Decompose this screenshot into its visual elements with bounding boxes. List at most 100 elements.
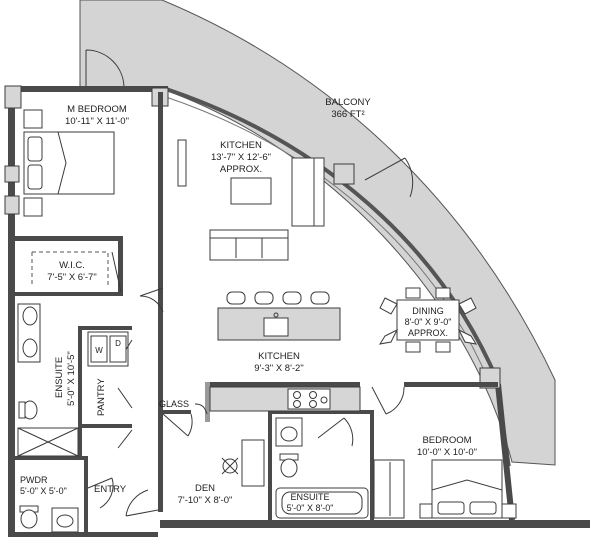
- bottom-exterior-wall: [160, 520, 590, 528]
- curved-window-wall: [162, 86, 500, 383]
- dining-chair-1: [379, 297, 398, 315]
- top-exterior-wall: [8, 86, 168, 92]
- dining-note: APPROX.: [408, 328, 448, 338]
- mbr-south-wall: [15, 236, 121, 241]
- pantry-walls: [82, 326, 132, 330]
- right-exterior-wall: [495, 383, 515, 521]
- dining-chair-7: [405, 341, 421, 353]
- lower-north-wall-2: [404, 382, 498, 387]
- pwdr-top-wall: [15, 456, 88, 460]
- column-3: [333, 163, 355, 185]
- entry-label: ENTRY: [94, 484, 127, 495]
- wic-east-wall: [118, 236, 123, 292]
- entry-door: [125, 489, 159, 517]
- mbr-blanket: [57, 131, 115, 195]
- mbr-pillow-2: [27, 164, 43, 190]
- dining-size: 8'-0" X 9'-0": [405, 317, 452, 327]
- bedroom-door: [371, 386, 405, 415]
- ensuite-top-wall: [15, 292, 123, 296]
- burner-2: [293, 400, 301, 408]
- stool-2: [254, 291, 274, 305]
- wic-shelves: [31, 251, 109, 286]
- bedroom-closet: [373, 459, 405, 519]
- mbr-name: M BEDROOM: [67, 104, 127, 115]
- wic-size: 7'-5" X 6'-7": [47, 272, 96, 283]
- column-6: [4, 195, 20, 215]
- burner-4: [309, 400, 317, 408]
- mbr-nightstand-1: [23, 109, 43, 129]
- glass-label: GLASS: [159, 399, 189, 409]
- washer-label: W: [95, 346, 103, 355]
- dryer: [109, 335, 127, 363]
- tv-unit: [177, 139, 187, 187]
- pwdr-sink: [56, 514, 74, 528]
- kitchen-upper-note: APPROX.: [220, 164, 262, 175]
- ensuite-sink-2: [22, 338, 38, 358]
- kitchen-lower-name: KITCHEN: [258, 351, 300, 362]
- stool-4: [310, 291, 330, 305]
- pantry-door-2: [117, 429, 133, 449]
- laundry-closet: [87, 331, 129, 367]
- den-desk: [241, 439, 265, 487]
- ensuite2-tub: [275, 487, 369, 519]
- left-exterior-wall: [8, 86, 15, 537]
- coffee-table: [230, 177, 272, 205]
- dining-chair-3: [458, 297, 477, 315]
- lower-north-wall: [210, 382, 360, 387]
- mbr-pillow-1: [27, 136, 43, 162]
- island-sink: [263, 317, 289, 337]
- dining-chair-4: [457, 328, 478, 345]
- column-1: [4, 85, 22, 109]
- pantry-bottom: [82, 424, 132, 428]
- pwdr-door: [87, 477, 114, 509]
- ensuite-small-size: 5'-0" X 8'-0": [287, 503, 334, 513]
- ensuite-small-name: ENSUITE: [290, 492, 329, 502]
- ensuite-sink-1: [22, 306, 38, 326]
- burner-3: [309, 391, 317, 399]
- washer: [90, 335, 108, 363]
- bedroom-size: 10'-0" X 10'-0": [417, 447, 477, 458]
- pwdr-toilet: [20, 509, 38, 529]
- bedroom-name: BEDROOM: [422, 435, 471, 446]
- bedroom-pillow-2: [469, 501, 497, 515]
- kitchen-counter: [209, 386, 361, 412]
- den-west-wall: [163, 410, 191, 414]
- bath-door: [317, 417, 354, 447]
- den-east-wall: [268, 412, 272, 520]
- pantry-name: PANTRY: [96, 378, 107, 416]
- bath-east-wall: [370, 412, 374, 520]
- den-top-wall: [268, 410, 374, 414]
- burner-1: [293, 391, 301, 399]
- bedroom-blanket: [431, 459, 503, 491]
- kitchen-lower-size: 9'-3" X 8'-2": [254, 363, 303, 374]
- stool-3: [282, 291, 302, 305]
- column-5: [4, 165, 20, 183]
- ensuite-main-name: ENSUITE: [54, 357, 65, 398]
- mbr-east-wall: [158, 92, 163, 512]
- balcony-door-right: [364, 157, 414, 198]
- mbr-door: [139, 287, 164, 313]
- pwdr-name: PWDR: [20, 475, 48, 485]
- stool-1: [226, 291, 246, 305]
- shower-lines: [17, 427, 79, 457]
- dining-chair-5: [405, 287, 421, 299]
- balcony-name: BALCONY: [325, 97, 371, 108]
- ensuite-main-size: 5'-0" X 10'-5": [66, 351, 77, 406]
- bedroom-pillow-1: [437, 501, 465, 515]
- mbr-size: 10'-11" X 11'-0": [65, 116, 129, 127]
- balcony-size: 366 FT²: [331, 109, 364, 120]
- curved-window-inner: [162, 95, 491, 385]
- pwdr-east-wall: [84, 460, 88, 532]
- mbr-nightstand-2: [23, 197, 43, 217]
- ensuite-vanity: [17, 303, 41, 363]
- balcony-door-left: [85, 49, 125, 89]
- ensuite-toilet-tank: [18, 401, 26, 419]
- ensuite2-toilet: [280, 458, 298, 478]
- dining-name: DINING: [412, 306, 444, 316]
- den-door: [162, 413, 193, 437]
- pwdr-size: 5'-0" X 5'-0": [20, 486, 67, 496]
- wic-name: W.I.C.: [59, 260, 85, 271]
- dryer-label: D: [115, 339, 121, 348]
- glass-leader: [194, 403, 208, 415]
